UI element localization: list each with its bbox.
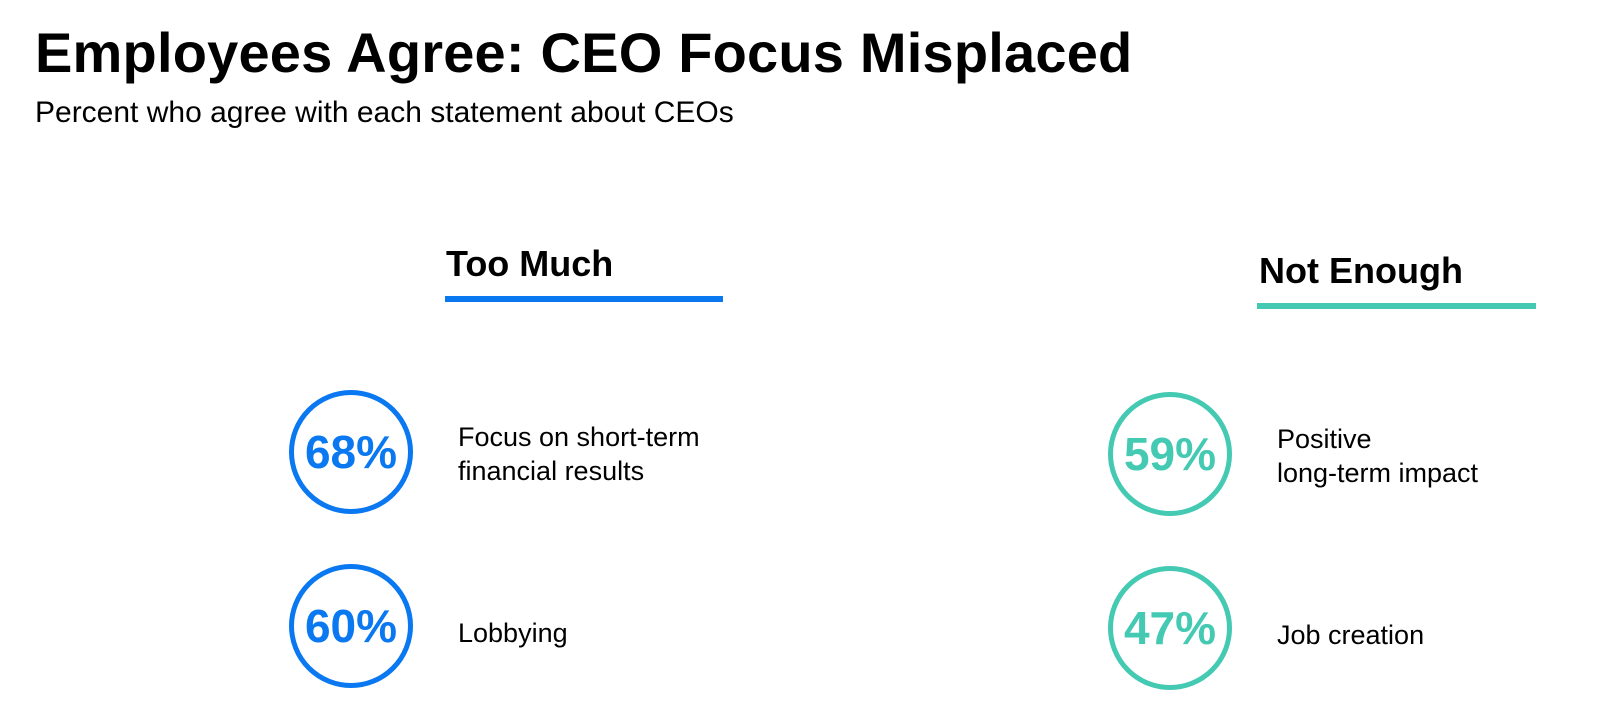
group-header-too-much: Too Much (446, 243, 614, 284)
statement-line: Focus on short-term (458, 422, 700, 452)
statement-label-not-enough-1: Positive long-term impact (1277, 422, 1478, 490)
value-circle-too-much-1: 68% (289, 390, 413, 514)
statement-line: Lobbying (458, 618, 568, 648)
group-header-not-enough: Not Enough (1259, 250, 1463, 291)
value-circle-not-enough-2: 47% (1108, 566, 1232, 690)
statement-line: Positive (1277, 424, 1372, 454)
group-rule-too-much (445, 296, 723, 302)
chart-title: Employees Agree: CEO Focus Misplaced (35, 21, 1133, 84)
value-circle-too-much-2: 60% (289, 564, 413, 688)
statement-label-not-enough-2: Job creation (1277, 618, 1424, 652)
statement-line: Job creation (1277, 620, 1425, 650)
value-label: 60% (304, 600, 398, 652)
value-circle-not-enough-1: 59% (1108, 392, 1232, 516)
group-rule-not-enough (1257, 303, 1536, 309)
value-label: 68% (304, 426, 398, 478)
statement-line: long-term impact (1277, 458, 1479, 488)
chart-subtitle: Percent who agree with each statement ab… (35, 96, 734, 129)
statement-label-too-much-2: Lobbying (458, 616, 568, 650)
statement-line: financial results (458, 456, 645, 486)
value-label: 47% (1123, 602, 1217, 654)
statement-label-too-much-1: Focus on short-term financial results (458, 420, 700, 488)
value-label: 59% (1123, 428, 1217, 480)
